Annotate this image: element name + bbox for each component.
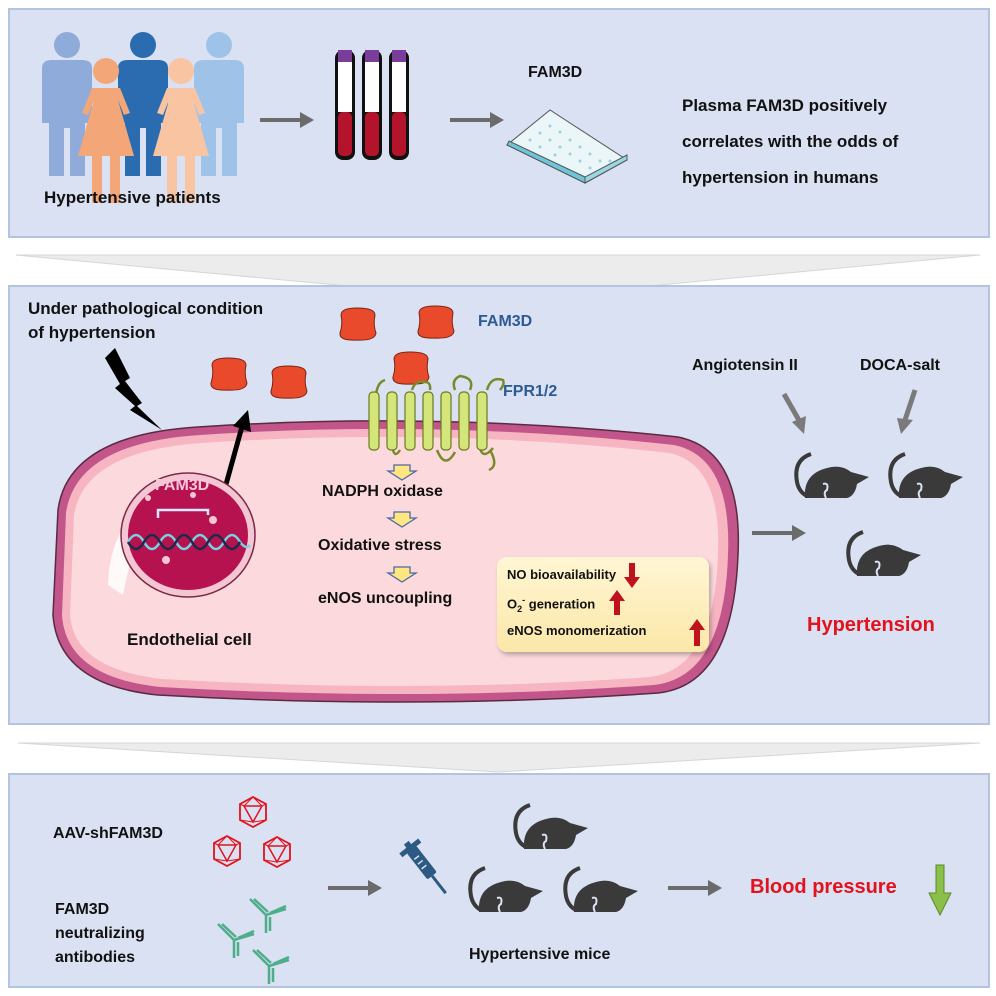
patients-label: Hypertensive patients xyxy=(44,188,221,207)
pathway-arrow-icon xyxy=(385,511,419,528)
mouse-icon xyxy=(513,803,588,850)
mouse-icon xyxy=(888,452,963,499)
condition-text: Under pathological condition of hyperten… xyxy=(28,297,263,345)
finding-line: Plasma FAM3D positively xyxy=(682,96,888,115)
mouse-icon xyxy=(563,866,638,913)
pathway-step: Oxidative stress xyxy=(318,537,442,554)
nucleus-icon xyxy=(120,472,256,598)
lightning-bolt-icon xyxy=(105,348,162,430)
effect-label: generation xyxy=(525,596,596,612)
pathway-arrow-icon xyxy=(385,566,419,583)
arrow-icon xyxy=(450,112,504,128)
people-group-icon xyxy=(42,32,244,203)
fpr-receptor-icon xyxy=(368,374,505,472)
mice-label: Hypertensive mice xyxy=(469,946,611,963)
arrow-up-red-icon xyxy=(609,590,625,615)
effect-row: O2- generation xyxy=(507,595,595,614)
effect-row: NO bioavailability xyxy=(507,567,616,582)
chevron-down-divider xyxy=(15,254,981,301)
fam3d-protein-icon xyxy=(417,305,455,339)
mouse-icon xyxy=(468,866,543,913)
arrow-down-green-icon xyxy=(928,864,952,917)
effect-subscript: 2 xyxy=(517,603,523,614)
effect-superscript: - xyxy=(522,595,526,605)
pathway-step: eNOS uncoupling xyxy=(318,590,453,607)
assay-label: FAM3D xyxy=(528,64,583,81)
treatment-line: antibodies xyxy=(55,949,136,966)
aav-capsid-icon xyxy=(213,834,241,868)
receptor-label: FPR1/2 xyxy=(503,383,558,400)
finding-line: correlates with the odds of xyxy=(682,132,899,151)
treatment-antibody-label: FAM3D neutralizing antibodies xyxy=(55,898,145,970)
finding-text: Plasma FAM3D positively correlates with … xyxy=(682,88,898,196)
model-label-doca: DOCA-salt xyxy=(860,357,941,374)
outcome-blood-pressure: Blood pressure xyxy=(750,876,897,898)
antibody-icon xyxy=(217,923,255,958)
pathway-step: NADPH oxidase xyxy=(322,483,443,500)
effect-label: eNOS monomerization xyxy=(507,623,647,638)
finding-line: hypertension in humans xyxy=(682,168,879,187)
effect-label: NO bioavailability xyxy=(507,567,617,582)
arrow-icon xyxy=(328,880,382,896)
treatment-aav-label: AAV-shFAM3D xyxy=(53,825,163,842)
panel-intervention xyxy=(8,773,990,988)
pathway-arrow-icon xyxy=(385,464,419,481)
syringe-icon xyxy=(399,838,447,895)
effects-box: NO bioavailability O2- generation eNOS m… xyxy=(497,557,709,652)
cell-label: Endothelial cell xyxy=(127,630,252,649)
condition-line: Under pathological condition xyxy=(28,299,264,318)
mouse-icon xyxy=(846,530,921,577)
effect-row: eNOS monomerization xyxy=(507,623,646,638)
arrow-icon xyxy=(781,392,806,434)
arrow-icon xyxy=(260,112,314,128)
condition-line: of hypertension xyxy=(28,323,156,342)
treatment-line: FAM3D xyxy=(55,901,110,918)
fam3d-protein-icon xyxy=(270,365,308,399)
arrow-icon xyxy=(668,880,722,896)
arrow-icon xyxy=(752,525,806,541)
chevron-down-divider xyxy=(17,742,981,773)
aav-capsid-icon xyxy=(263,835,291,869)
antibody-icon xyxy=(252,949,290,984)
outcome-hypertension: Hypertension xyxy=(807,614,935,636)
fam3d-protein-icon xyxy=(392,351,430,385)
aav-capsid-icon xyxy=(239,795,267,829)
treatment-line: neutralizing xyxy=(55,925,145,942)
mouse-icon xyxy=(794,452,869,499)
fam3d-protein-icon xyxy=(210,357,248,391)
model-label-angiotensin: Angiotensin II xyxy=(692,357,798,374)
arrow-icon xyxy=(897,389,918,434)
arrow-up-red-icon xyxy=(689,619,705,646)
nucleus-gene-label: FAM3D xyxy=(155,477,210,494)
antibody-icon xyxy=(249,898,287,933)
fam3d-protein-icon xyxy=(339,307,377,341)
ligand-label: FAM3D xyxy=(478,313,533,330)
blood-tubes-icon xyxy=(335,50,409,160)
elisa-plate-icon xyxy=(506,109,628,184)
arrow-down-red-icon xyxy=(624,563,640,588)
effect-label: O xyxy=(507,596,518,612)
